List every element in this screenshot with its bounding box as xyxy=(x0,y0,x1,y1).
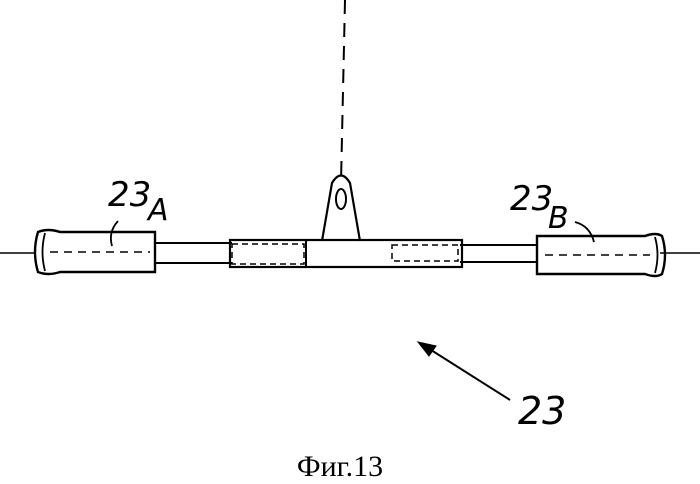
hanger-lug xyxy=(322,176,360,242)
assembly-arrow xyxy=(418,342,510,400)
label-23-assembly: 23 xyxy=(518,389,566,433)
label-23a-letter: A xyxy=(146,193,169,228)
left-handle xyxy=(35,230,155,274)
suspension-dashed-line xyxy=(341,0,345,182)
label-23b-number: 23 xyxy=(510,179,553,219)
leader-line-23a xyxy=(111,221,118,246)
right-handle xyxy=(537,234,665,276)
leader-line-23b xyxy=(575,222,594,242)
label-23b-letter: B xyxy=(548,201,569,236)
center-bar xyxy=(155,240,537,267)
figure-caption: Фиг.13 xyxy=(297,450,383,483)
label-23a-number: 23 xyxy=(108,175,151,215)
